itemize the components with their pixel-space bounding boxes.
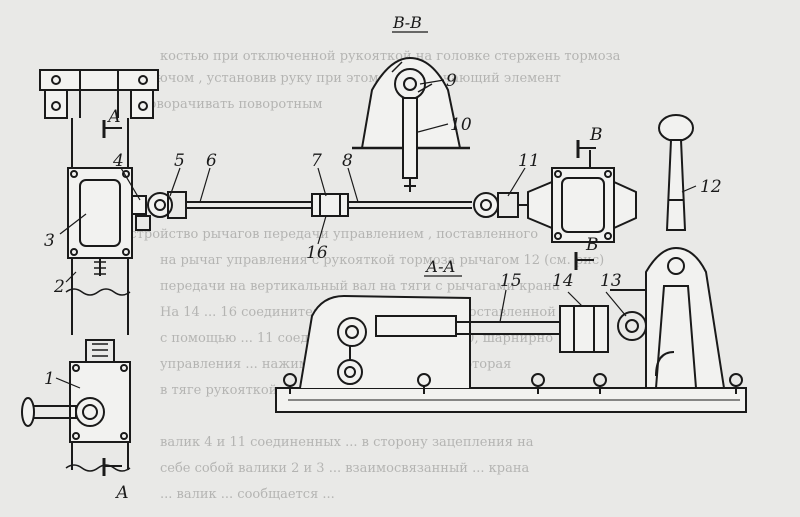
part-label-12: 12 bbox=[700, 177, 722, 197]
part-label-10: 10 bbox=[450, 115, 472, 135]
part-label-3: 3 bbox=[44, 231, 55, 251]
cut-mark-a-top: А bbox=[107, 107, 121, 127]
part-label-11: 11 bbox=[518, 151, 540, 171]
section-b-marks bbox=[574, 140, 596, 270]
vertical-shaft-2 bbox=[65, 118, 131, 472]
part-label-4: 4 bbox=[112, 151, 124, 171]
lever-12 bbox=[658, 114, 694, 231]
figure-labels: В-В А-А А А В В 4 5 6 7 8 11 16 3 2 1 9 … bbox=[44, 13, 722, 503]
section-a-marks bbox=[102, 120, 122, 476]
horizontal-linkage bbox=[131, 150, 637, 243]
part-label-13: 13 bbox=[600, 271, 622, 291]
gearbox-1 bbox=[21, 339, 131, 443]
section-bb-title: В-В bbox=[392, 13, 422, 32]
part-label-1: 1 bbox=[44, 369, 55, 389]
part-label-8: 8 bbox=[342, 151, 353, 171]
part-label-14: 14 bbox=[552, 271, 574, 291]
part-label-7: 7 bbox=[311, 151, 322, 171]
part-label-16: 16 bbox=[306, 243, 328, 263]
part-label-6: 6 bbox=[206, 151, 217, 171]
part-label-15: 15 bbox=[500, 271, 522, 291]
part-label-2: 2 bbox=[53, 277, 65, 297]
section-aa-title: А-А bbox=[425, 257, 456, 276]
left-shaft-assembly bbox=[21, 69, 159, 472]
section-aa-view bbox=[275, 246, 747, 413]
leader-lines bbox=[55, 79, 697, 389]
cut-mark-a-bottom: А bbox=[115, 483, 129, 503]
gearbox-3 bbox=[67, 167, 133, 276]
part-label-9: 9 bbox=[446, 71, 457, 91]
section-bb-view bbox=[352, 56, 470, 192]
part-label-5: 5 bbox=[174, 151, 185, 171]
cut-mark-b-bottom: В bbox=[585, 235, 599, 255]
cut-mark-b-top: В bbox=[589, 125, 603, 145]
top-bracket bbox=[39, 69, 159, 119]
